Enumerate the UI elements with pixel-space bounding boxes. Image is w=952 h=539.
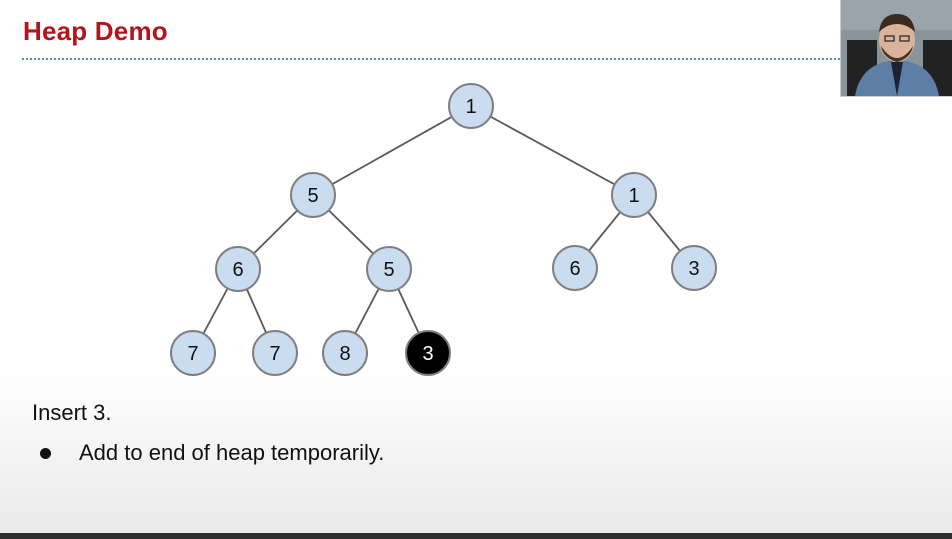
node-value: 6 (569, 258, 580, 280)
heap-node-n2: 5 (290, 172, 336, 218)
operation-caption: Insert 3. (32, 400, 112, 425)
node-value: 5 (307, 185, 318, 207)
node-circle (366, 246, 412, 292)
bottom-bar (0, 533, 952, 539)
node-circle (448, 83, 494, 129)
node-circle (170, 330, 216, 376)
heap-node-n9: 7 (252, 330, 298, 376)
heap-node-n6: 6 (552, 245, 598, 291)
node-value: 3 (422, 343, 433, 365)
node-circle (611, 172, 657, 218)
node-value: 7 (269, 343, 280, 365)
heap-node-n11: 3 (405, 330, 451, 376)
edge-n1-n3 (470, 105, 635, 196)
webcam-person-icon (841, 0, 952, 96)
title-divider (22, 58, 840, 60)
heap-node-n3: 1 (611, 172, 657, 218)
heap-nodes: 1 5 1 6 5 6 3 7 7 8 3 (170, 83, 717, 376)
edge-n1-n2 (312, 105, 472, 196)
node-circle (405, 330, 451, 376)
node-value: 1 (465, 96, 476, 118)
node-circle (322, 330, 368, 376)
node-value: 5 (383, 259, 394, 281)
heap-node-n10: 8 (322, 330, 368, 376)
node-value: 6 (232, 259, 243, 281)
node-circle (215, 246, 261, 292)
node-circle (252, 330, 298, 376)
node-circle (552, 245, 598, 291)
bullet-icon (40, 447, 51, 459)
heap-node-n7: 3 (671, 245, 717, 291)
heap-edges (192, 105, 695, 354)
node-circle (290, 172, 336, 218)
slide-title: Heap Demo (23, 16, 168, 46)
node-value: 8 (339, 343, 350, 365)
heap-node-n8: 7 (170, 330, 216, 376)
node-circle (671, 245, 717, 291)
heap-node-n1: 1 (448, 83, 494, 129)
presenter-webcam (840, 0, 952, 97)
heap-node-n4: 6 (215, 246, 261, 292)
node-value: 1 (628, 185, 639, 207)
bullet-text: Add to end of heap temporarily. (79, 440, 385, 465)
bullet-item: Add to end of heap temporarily. (40, 440, 384, 466)
heap-node-n5: 5 (366, 246, 412, 292)
node-value: 3 (688, 258, 699, 280)
node-value: 7 (187, 343, 198, 365)
